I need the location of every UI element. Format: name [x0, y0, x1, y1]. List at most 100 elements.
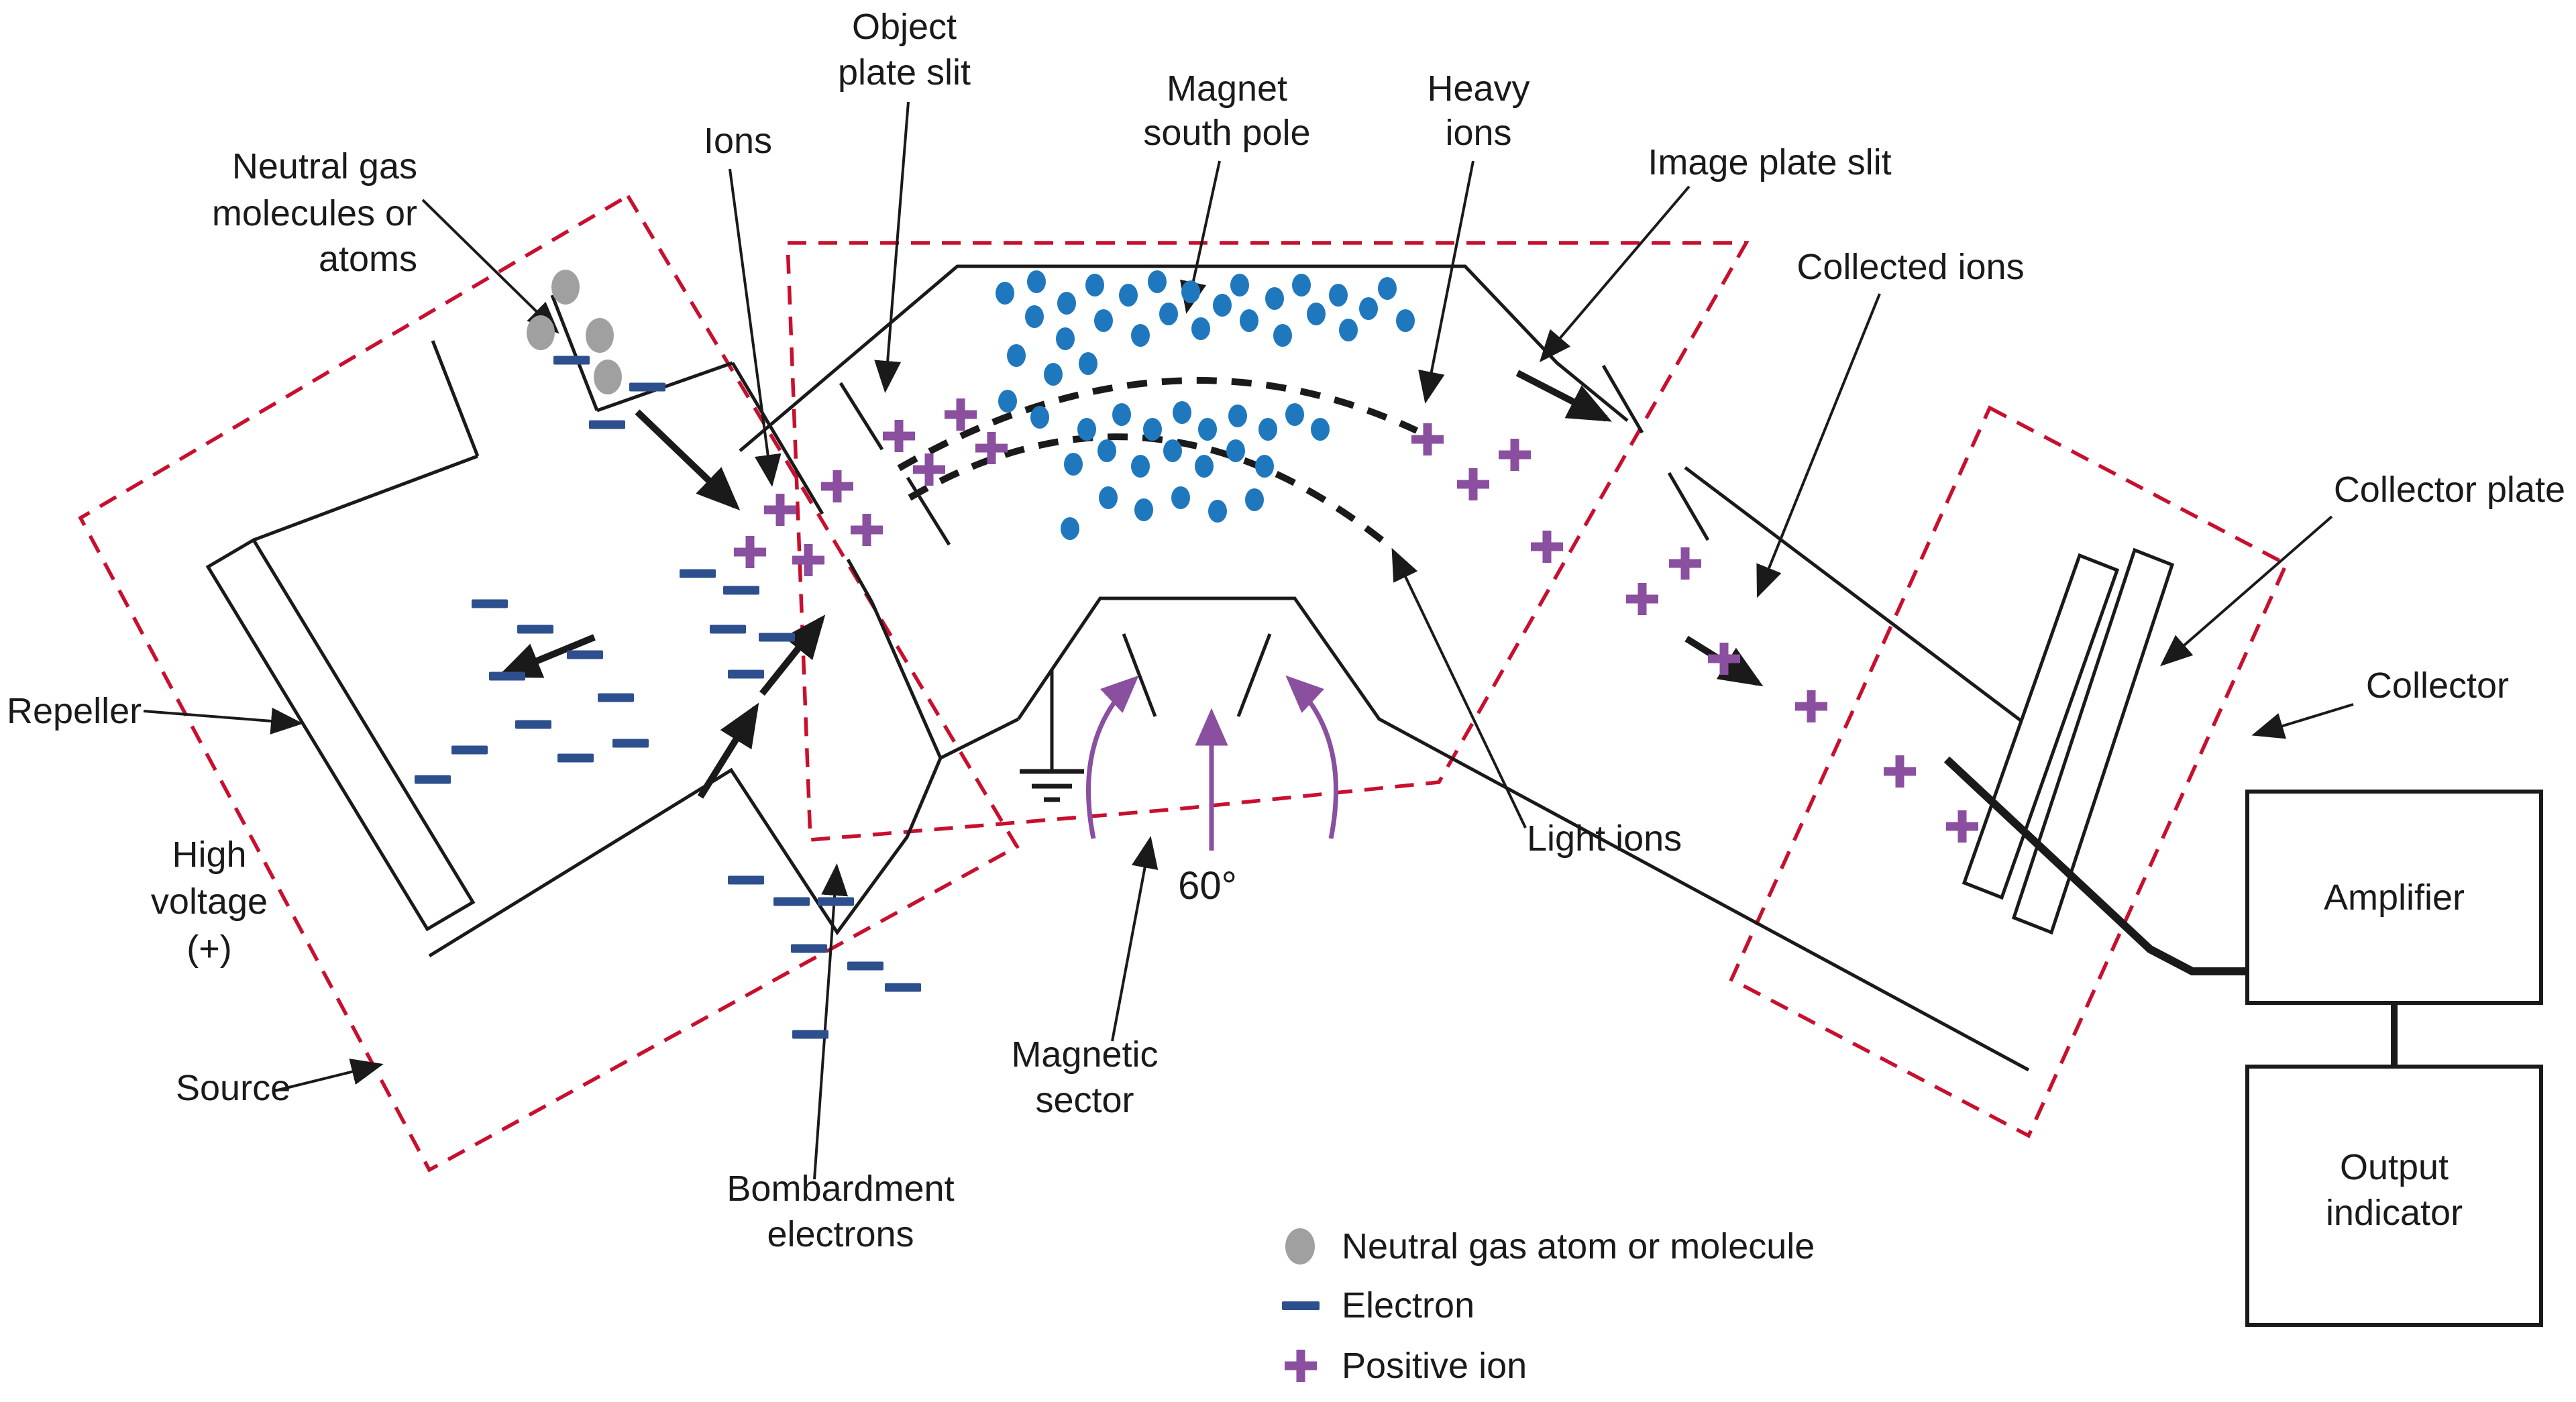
- label-magnetic-sector: sector: [1035, 1080, 1134, 1120]
- pole-dot-icon: [1339, 319, 1358, 341]
- pole-dot-icon: [1064, 453, 1083, 476]
- positive-ion-icon: [913, 453, 945, 486]
- ion-accel-arrow-1: [697, 702, 759, 799]
- label-output-indicator: Output: [2340, 1147, 2449, 1187]
- leader-light-ions: [1391, 547, 1527, 828]
- pole-dot-icon: [1396, 309, 1415, 332]
- magnetic-sector-outline: [786, 241, 1750, 842]
- positive-ion-icon: [1499, 439, 1531, 471]
- collector-wire: [1943, 756, 2247, 975]
- label-collector: Collector: [2366, 665, 2509, 706]
- gas-inlet-right-wall: [550, 294, 599, 411]
- positive-ion-icon: [975, 432, 1008, 464]
- label-magnet-south-pole: south pole: [1143, 113, 1310, 153]
- pole-dot-icon: [1230, 274, 1249, 296]
- magnet-chamber-top: [739, 264, 1629, 452]
- object-plate-slit-upper: [839, 382, 884, 451]
- positive-ion-icon: [1795, 690, 1827, 722]
- label-high-voltage: voltage: [151, 881, 268, 922]
- pole-dot-icon: [1143, 418, 1162, 441]
- label-heavy-ions: Heavy: [1427, 68, 1529, 109]
- pole-dot-icon: [1181, 280, 1200, 303]
- pole-dot-icon: [1245, 488, 1264, 511]
- pole-dot-icon: [1359, 297, 1378, 320]
- label-magnet-south-pole: Magnet: [1167, 68, 1287, 109]
- pole-dot-icon: [1061, 517, 1079, 540]
- positive-ion-icon: [1626, 583, 1658, 615]
- positive-ion-icon: [821, 470, 853, 502]
- electron-icon: [629, 382, 665, 392]
- leader-magnetic-sector: [1111, 836, 1159, 1042]
- label-sector-angle: 60°: [1178, 864, 1237, 908]
- label-light-ions: Light ions: [1527, 818, 1682, 859]
- pole-dot-icon: [1191, 317, 1210, 340]
- ion-markers-ascending: [734, 398, 1008, 576]
- pole-dot-icon: [1007, 344, 1026, 367]
- leader-neutral-gas: [421, 199, 559, 334]
- electron-icon: [567, 650, 603, 659]
- legend: Neutral gas atom or molecule Electron Po…: [1282, 1226, 1815, 1386]
- pole-dot-icon: [1131, 324, 1150, 347]
- image-plate-slit-lower: [1667, 472, 1710, 541]
- label-collected-ions: Collected ions: [1796, 247, 2024, 287]
- positive-ion-icon: [1669, 547, 1701, 580]
- electron-icon: [885, 983, 921, 992]
- pole-dot-icon: [1329, 284, 1348, 307]
- pole-dot-icon: [1112, 403, 1131, 426]
- amplifier-box: [2245, 790, 2543, 1005]
- pole-dot-icon: [1079, 352, 1097, 375]
- label-object-plate-slit: plate slit: [838, 52, 971, 93]
- positive-ion-icon: [1946, 810, 1978, 843]
- electron-icon: [515, 720, 551, 729]
- leader-collector: [2251, 703, 2354, 739]
- label-amplifier: Amplifier: [2324, 877, 2465, 918]
- label-repeller: Repeller: [7, 691, 142, 731]
- electron-icon: [723, 586, 759, 595]
- positive-ion-icon: [1531, 531, 1563, 563]
- neutral-molecule-icon: [527, 315, 555, 350]
- chamber-bottom-wall: [428, 601, 943, 958]
- electron-icon: [773, 897, 810, 906]
- label-bombardment-electrons: Bombardment: [727, 1169, 954, 1209]
- pole-dot-icon: [1195, 455, 1214, 478]
- bombardment-electron-markers: [728, 875, 921, 1039]
- exit-tube-upper-wall: [1684, 466, 2041, 736]
- collector-plate-back: [2011, 547, 2175, 935]
- toward-repeller-arrow: [496, 634, 596, 678]
- pole-dot-icon: [1027, 270, 1046, 293]
- electron-icon: [847, 961, 883, 971]
- electron-icon: [1282, 1301, 1320, 1310]
- neutral-molecule-icon: [586, 318, 614, 353]
- wedge-slit-left: [1122, 633, 1157, 717]
- legend-label-electron: Electron: [1342, 1285, 1474, 1326]
- leader-collector-plate: [2159, 515, 2333, 667]
- positive-ion-icon: [1708, 643, 1740, 675]
- pole-dot-icon: [1171, 486, 1190, 509]
- leader-image-plate-slit: [1539, 185, 1690, 363]
- positive-ion-icon: [764, 494, 796, 526]
- pole-dot-icon: [1173, 401, 1191, 424]
- pole-dot-icon: [1292, 274, 1311, 296]
- pole-dot-icon: [998, 390, 1017, 413]
- pole-dot-icon: [1057, 292, 1076, 315]
- positive-ion-icon: [883, 420, 915, 452]
- positive-ion-icon: [792, 544, 824, 576]
- electron-icon: [710, 625, 746, 634]
- magnet-pole-dots-lower: [1061, 401, 1330, 540]
- electron-icon: [489, 671, 525, 681]
- pole-dot-icon: [1285, 403, 1304, 426]
- sector-angle-arrow-right: [1285, 675, 1338, 839]
- label-neutral-gas: molecules or: [212, 193, 417, 233]
- image-plate-slit-upper: [1601, 364, 1644, 434]
- pole-dot-icon: [1163, 439, 1182, 462]
- leader-ions: [729, 168, 782, 487]
- neutral-molecule-icon: [551, 270, 580, 305]
- chamber-exit-wall-lower: [846, 558, 874, 604]
- label-source: Source: [176, 1068, 290, 1108]
- pole-dot-icon: [1044, 363, 1063, 386]
- sector-angle-arrow-left: [1086, 675, 1139, 839]
- label-high-voltage: (+): [186, 928, 232, 969]
- electron-icon: [728, 875, 764, 885]
- electron-markers: [415, 356, 795, 784]
- pole-dot-icon: [1094, 309, 1113, 332]
